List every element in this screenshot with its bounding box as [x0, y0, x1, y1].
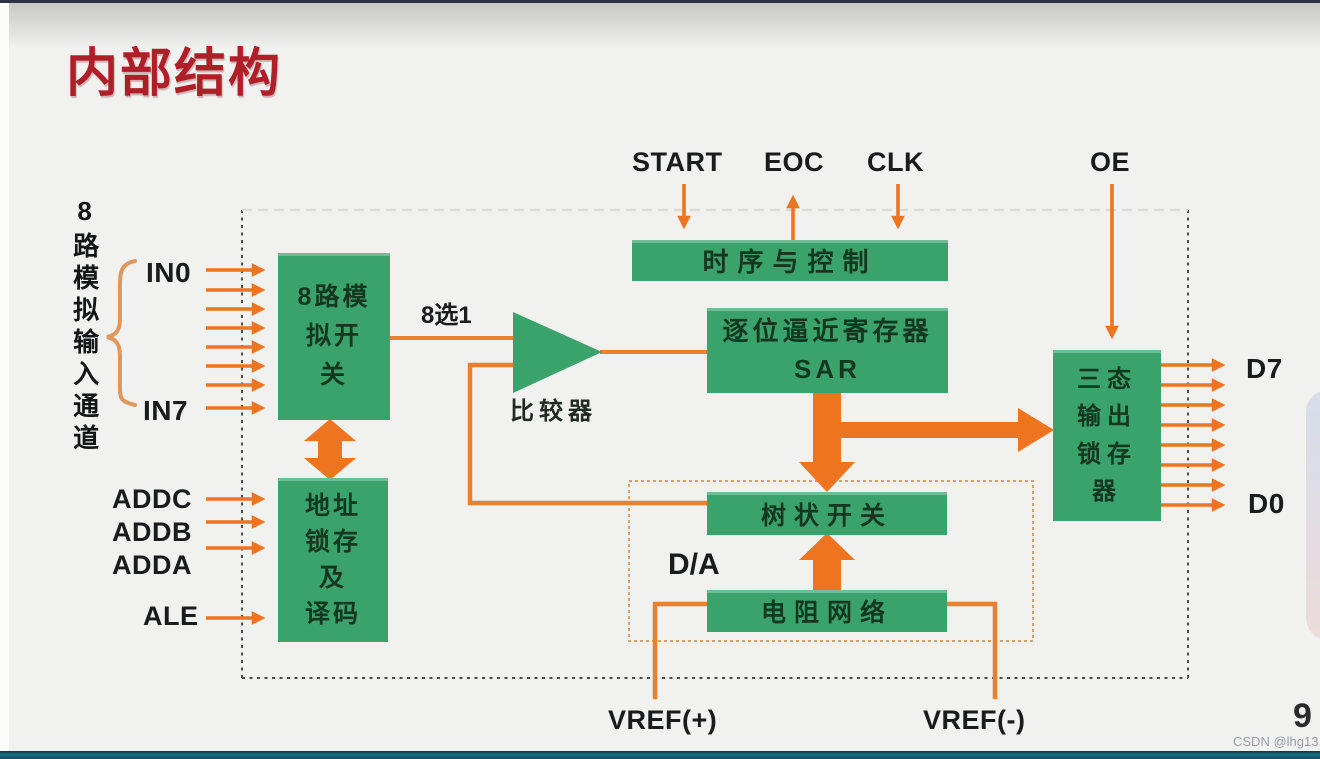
block-tristate-output-latch: 三态 输出 锁存 器: [1053, 350, 1161, 521]
top-gradient: [0, 3, 1320, 49]
comparator-triangle: [513, 312, 602, 393]
pin-vref-minus: VREF(-): [923, 705, 1026, 735]
watermark: CSDN @lhg13: [1233, 734, 1319, 749]
page-title: 内部结构: [66, 45, 283, 103]
pin-oe: OE: [1090, 147, 1131, 177]
block-resistor-network: 电阻网络: [707, 590, 947, 632]
pin-d0: D0: [1248, 488, 1285, 519]
vref-minus-line: [947, 601, 998, 699]
pin-addc: ADDC: [112, 484, 192, 514]
control-pin-arrows: [677, 184, 1119, 340]
block-analog-switch: 8路模 拟开 关: [278, 253, 390, 420]
pin-in0: IN0: [146, 257, 192, 288]
pin-start: START: [632, 147, 723, 177]
tree-switch-feedback-line: [467, 362, 707, 506]
bottom-player-bar: [0, 751, 1320, 759]
block-timing-control: 时序与控制: [632, 240, 948, 281]
pin-ale: ALE: [143, 601, 199, 631]
pin-clk: CLK: [867, 147, 924, 177]
pin-d7: D7: [1246, 353, 1283, 384]
pin-addb: ADDB: [112, 517, 192, 547]
da-label: D/A: [668, 548, 720, 581]
analog-input-arrows: [206, 263, 266, 415]
pin-eoc: EOC: [764, 147, 825, 177]
block-sar-register: 逐位逼近寄存器 SAR: [707, 308, 948, 393]
block-tree-switch: 树状开关: [707, 492, 947, 535]
block-address-latch-decoder: 地址 锁存 及 译码: [278, 478, 388, 642]
input-brace: [106, 259, 137, 407]
sar-to-tree-thick-arrow: [799, 393, 855, 492]
pin-in7: IN7: [143, 395, 189, 426]
sar-to-tristate-thick-arrow: [827, 408, 1054, 452]
mux-label: 8选1: [421, 302, 472, 329]
presenter-overlay-edge: [1306, 390, 1320, 640]
top-letterbox-bar: [0, 0, 1320, 3]
pin-vref-plus: VREF(+): [608, 705, 718, 735]
data-output-arrows: [1161, 358, 1226, 512]
left-edge-strip: [0, 3, 9, 759]
pin-adda: ADDA: [112, 550, 192, 580]
analog-input-group-label: 8路模拟输入通道: [69, 196, 100, 456]
page-number: 9: [1293, 697, 1312, 735]
comparator-label: 比较器: [510, 398, 597, 425]
resistor-to-tree-thick-arrow: [799, 533, 855, 592]
vref-plus-line: [652, 601, 707, 699]
switch-addr-double-arrow: [304, 419, 356, 480]
address-input-arrows: [206, 492, 266, 625]
